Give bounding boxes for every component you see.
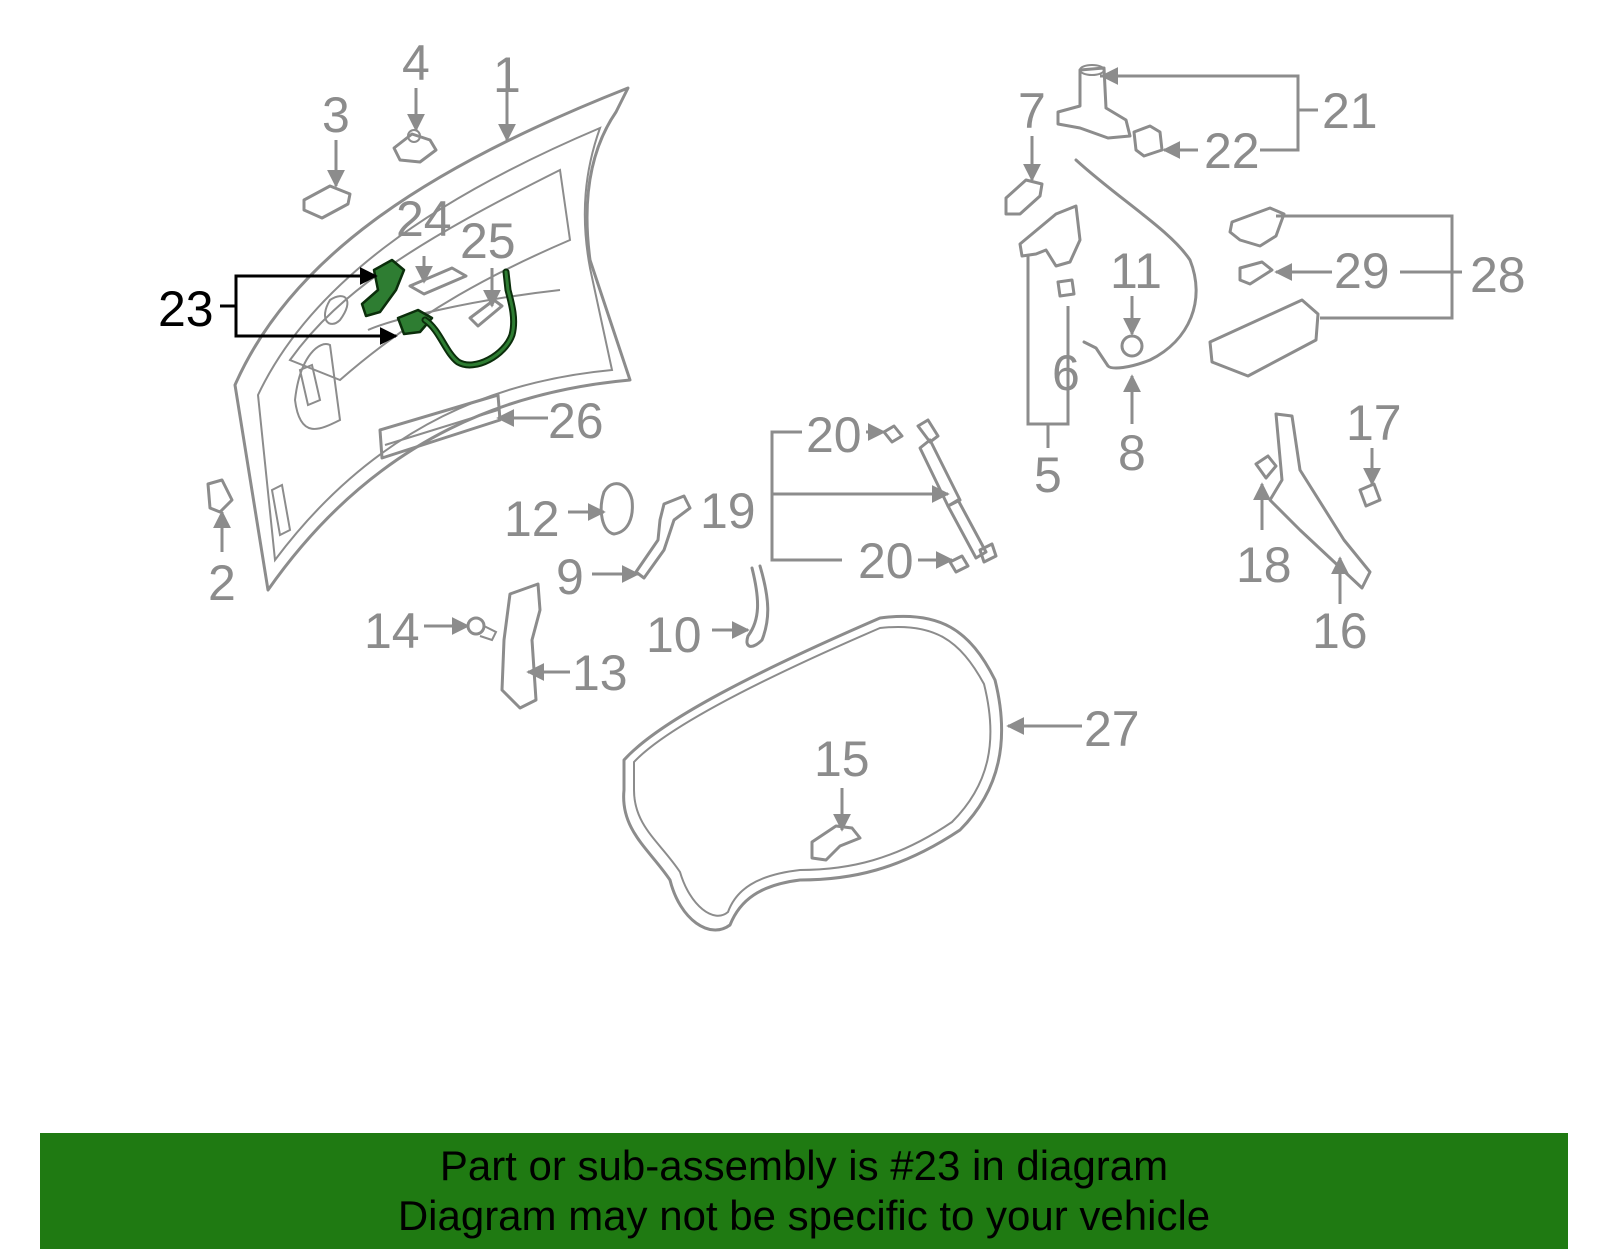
- banner-disclaimer-text: Diagram may not be specific to your vehi…: [397, 1192, 1211, 1239]
- callout-3: 3: [322, 87, 350, 143]
- callout-5: 5: [1034, 447, 1062, 503]
- callout-15: 15: [814, 731, 870, 787]
- info-banner: Part or sub-assembly is #23 in diagram D…: [40, 1133, 1568, 1249]
- part-3-drawing: [302, 184, 352, 220]
- callout-20b: 20: [858, 533, 914, 589]
- callout-13: 13: [572, 645, 628, 701]
- callout-11: 11: [1110, 243, 1162, 299]
- callout-4: 4: [402, 35, 430, 91]
- part-7-drawing: [1004, 178, 1044, 216]
- part-5-bracket-drawing: [1018, 204, 1082, 268]
- part-27-seal-drawing: [622, 614, 1004, 932]
- part-9-drawing: [634, 494, 692, 580]
- callout-29: 29: [1334, 243, 1390, 299]
- part-18-drawing: [1254, 454, 1278, 480]
- callout-26: 26: [548, 393, 604, 449]
- banner-part-text: Part or sub-assembly is #23 in diagram: [439, 1142, 1169, 1189]
- callout-1: 1: [493, 47, 521, 103]
- part-29-drawing: [1238, 260, 1274, 286]
- part-28-top-drawing: [1228, 206, 1286, 248]
- callout-6: 6: [1052, 345, 1080, 401]
- leader-lines: [213, 67, 1462, 832]
- callout-12: 12: [504, 491, 560, 547]
- callout-24: 24: [396, 191, 452, 247]
- license-plate-trim-drawing: [378, 393, 502, 460]
- callout-14: 14: [364, 603, 420, 659]
- part-23-highlight: [360, 258, 518, 369]
- callout-20a: 20: [806, 407, 862, 463]
- part-25-drawing: [468, 298, 504, 328]
- part-12-drawing: [599, 482, 634, 536]
- callout-22: 22: [1204, 123, 1260, 179]
- callout-10: 10: [646, 607, 702, 663]
- part-22-drawing: [1132, 124, 1164, 158]
- callout-7: 7: [1018, 83, 1046, 139]
- part-2-drawing: [206, 478, 234, 514]
- trunk-lid-drawing: [233, 86, 632, 592]
- callout-25: 25: [460, 213, 516, 269]
- callout-2: 2: [208, 555, 236, 611]
- callout-16: 16: [1312, 603, 1368, 659]
- callout-19: 19: [700, 483, 756, 539]
- part-24-drawing: [408, 266, 468, 296]
- part-16-hinge-drawing: [1268, 412, 1372, 590]
- callout-8: 8: [1118, 425, 1146, 481]
- part-11-drawing: [1120, 334, 1144, 358]
- callout-18: 18: [1236, 537, 1292, 593]
- part-28-switch-drawing: [1208, 298, 1320, 378]
- callout-17: 17: [1346, 395, 1402, 451]
- part-10-drawing: [745, 564, 770, 648]
- part-15-drawing: [810, 824, 862, 862]
- callout-27: 27: [1084, 701, 1140, 757]
- part-19-strut-drawing: [882, 418, 998, 574]
- part-14-drawing: [466, 616, 498, 642]
- callout-labels: 1 2 3 4 5 6 7 8 9 10 11 12 13 14 15 16 1…: [158, 35, 1526, 787]
- callout-23: 23: [158, 281, 214, 337]
- callout-21: 21: [1322, 83, 1378, 139]
- part-6-drawing: [1056, 278, 1076, 298]
- callout-28: 28: [1470, 247, 1526, 303]
- part-13-drawing: [500, 582, 542, 710]
- callout-9: 9: [556, 549, 584, 605]
- part-4-drawing: [392, 129, 438, 164]
- part-8-cable-drawing: [1074, 158, 1198, 370]
- part-17-drawing: [1358, 482, 1382, 508]
